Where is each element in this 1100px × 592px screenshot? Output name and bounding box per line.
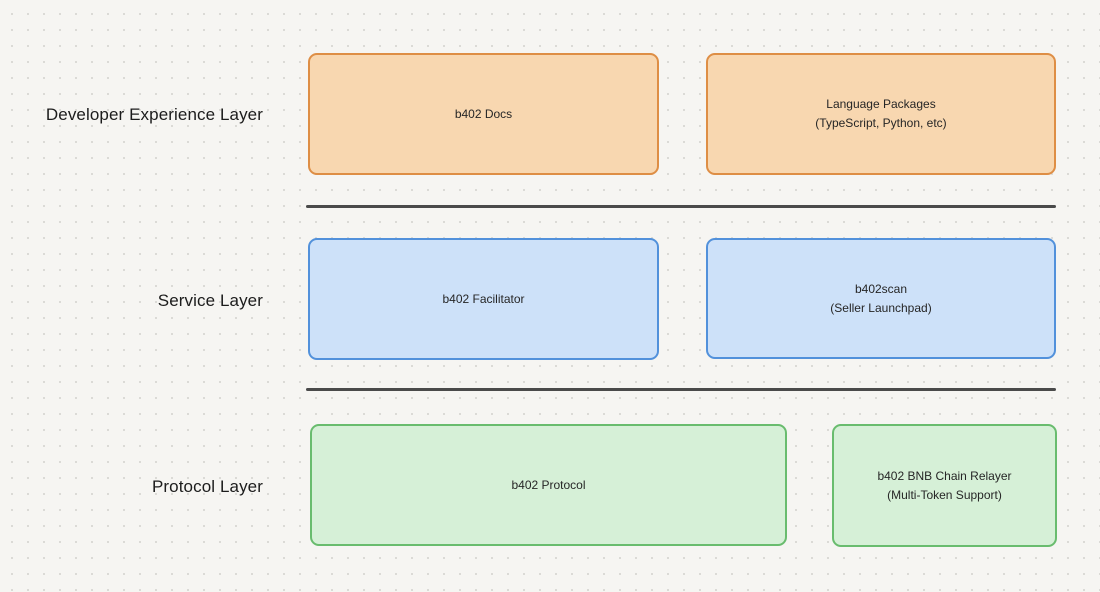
layer-label-protocol: Protocol Layer	[151, 477, 263, 496]
layer-divider-bottom	[306, 388, 1056, 391]
node-b402-bnb-chain-relayer: b402 BNB Chain Relayer (Multi-Token Supp…	[832, 424, 1057, 547]
layer-label-developer-experience: Developer Experience Layer	[45, 105, 263, 124]
node-language-packages: Language Packages (TypeScript, Python, e…	[706, 53, 1056, 175]
layer-label-service: Service Layer	[157, 291, 263, 310]
node-b402-protocol: b402 Protocol	[310, 424, 787, 546]
node-b402-facilitator: b402 Facilitator	[308, 238, 659, 360]
layer-divider-top	[306, 205, 1056, 208]
node-b402scan: b402scan (Seller Launchpad)	[706, 238, 1056, 359]
node-b402-docs: b402 Docs	[308, 53, 659, 175]
